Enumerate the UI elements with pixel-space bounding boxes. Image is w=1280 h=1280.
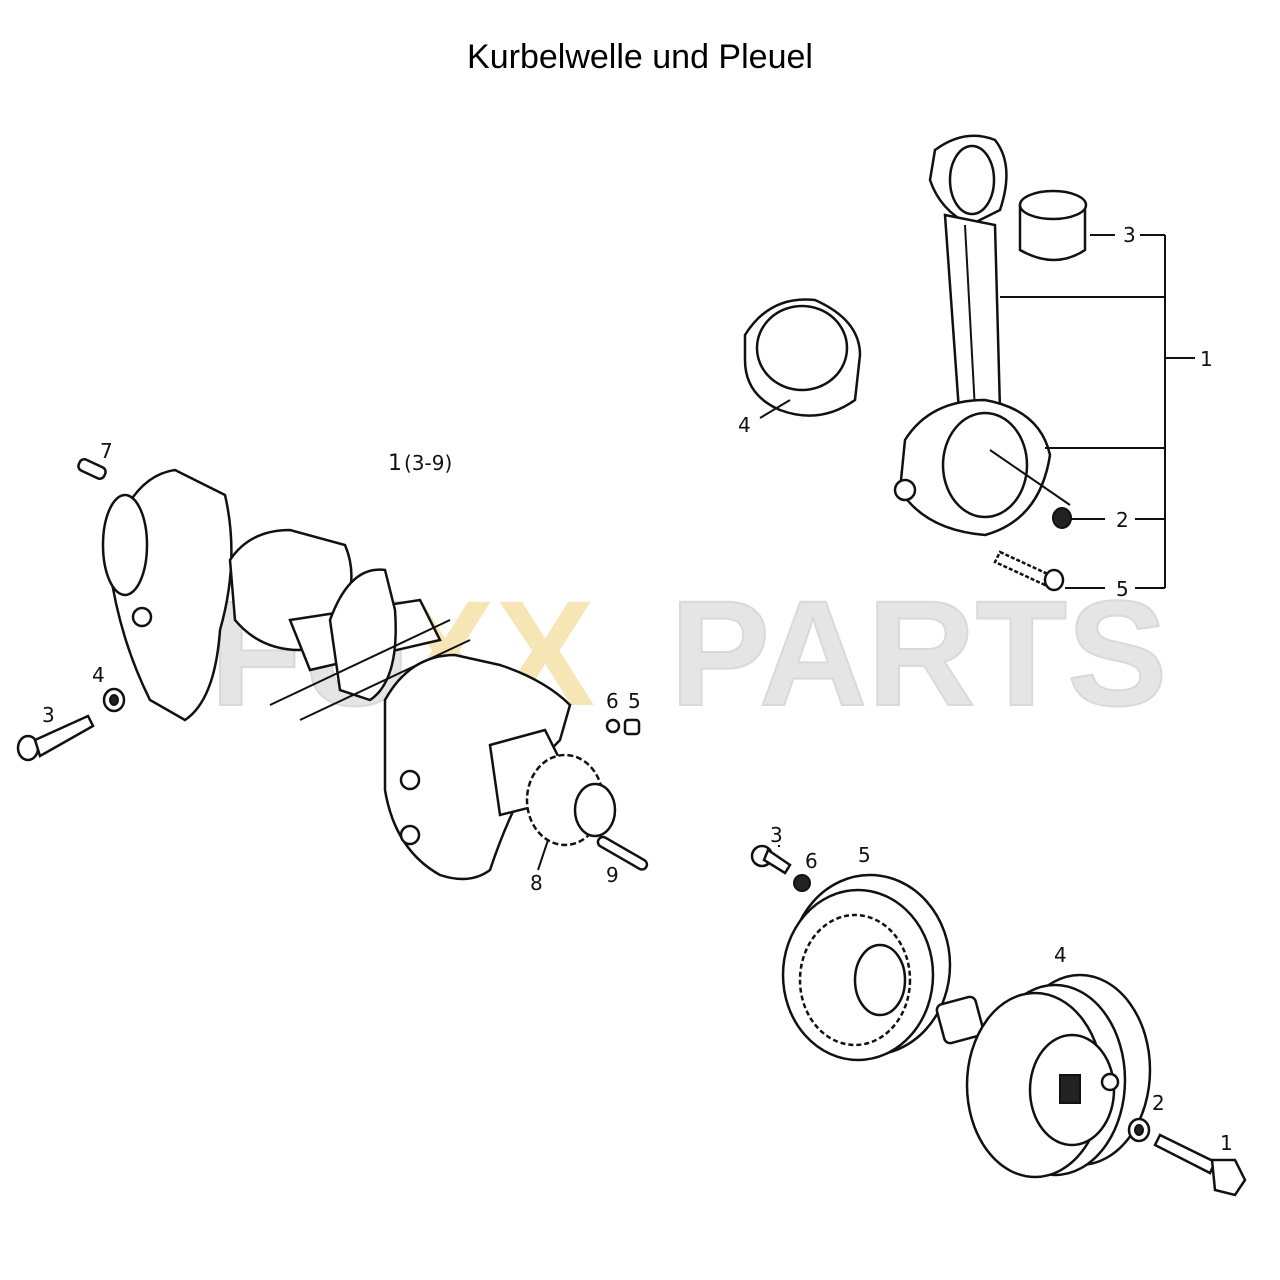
pulley-4 [935, 973, 1152, 1179]
callout-crank-5: 5 [628, 689, 641, 713]
washer-6-pulley [793, 874, 811, 892]
crank-bolt-hole-a [399, 769, 421, 791]
watermark-suffix: PARTS [670, 569, 1167, 737]
page-title: Kurbelwelle und Pleuel [467, 38, 813, 76]
crank-bolt-hole-c [131, 606, 153, 628]
pin-9-crank [596, 835, 649, 871]
callout-crank-8: 8 [530, 871, 543, 895]
bolt-3-pulley [750, 844, 792, 875]
bolt-1-pulley [1153, 1133, 1247, 1197]
crank-bolt-hole-b [399, 824, 421, 846]
dowel-pin-7 [77, 458, 107, 480]
callout-pulley-5: 5 [858, 843, 871, 867]
callout-conrod-4: 4 [738, 413, 751, 437]
crank-gear-hub [573, 782, 617, 838]
crank-web-2 [328, 568, 397, 702]
callout-pulley-2: 2 [1152, 1091, 1165, 1115]
crank-assembly-range: (3-9) [404, 451, 452, 475]
conrod-small-end-bore [948, 144, 996, 216]
callout-pulley-3: 3 [770, 823, 783, 847]
crank-assembly-number: 1 [388, 451, 402, 476]
callout-conrod-2: 2 [1116, 508, 1129, 532]
callout-crank-9: 9 [606, 863, 619, 887]
callout-pulley-1: 1 [1220, 1131, 1233, 1155]
conrod-drawing [743, 134, 1195, 592]
pulley-drawing [750, 844, 1247, 1197]
conrod-beam [943, 213, 1002, 427]
callout-crank-7: 7 [100, 439, 113, 463]
callout-pulley-6: 6 [805, 849, 818, 873]
bolt-3-crank [16, 714, 95, 762]
conrod-bolt-head [893, 478, 917, 502]
bolt-5-conrod [993, 550, 1065, 592]
callout-conrod-1: 1 [1200, 347, 1213, 371]
callout-crank-4: 4 [92, 663, 105, 687]
bushing-3-conrod [1018, 189, 1088, 262]
sleeve-5-crank [623, 718, 641, 736]
damper-5-pulley [781, 873, 952, 1062]
callout-crank-6: 6 [606, 689, 619, 713]
crank-front-journal [101, 493, 149, 597]
callout-crank-3: 3 [42, 703, 55, 727]
nut-2-conrod [1052, 507, 1072, 529]
washer-6-crank [605, 718, 621, 734]
conrod-big-end-bore [941, 411, 1029, 519]
callout-conrod-3: 3 [1123, 223, 1136, 247]
callout-conrod-5: 5 [1116, 577, 1129, 601]
crankshaft-drawing [16, 458, 649, 881]
callout-pulley-4: 4 [1054, 943, 1067, 967]
bearing-shell-4-conrod [743, 298, 862, 417]
